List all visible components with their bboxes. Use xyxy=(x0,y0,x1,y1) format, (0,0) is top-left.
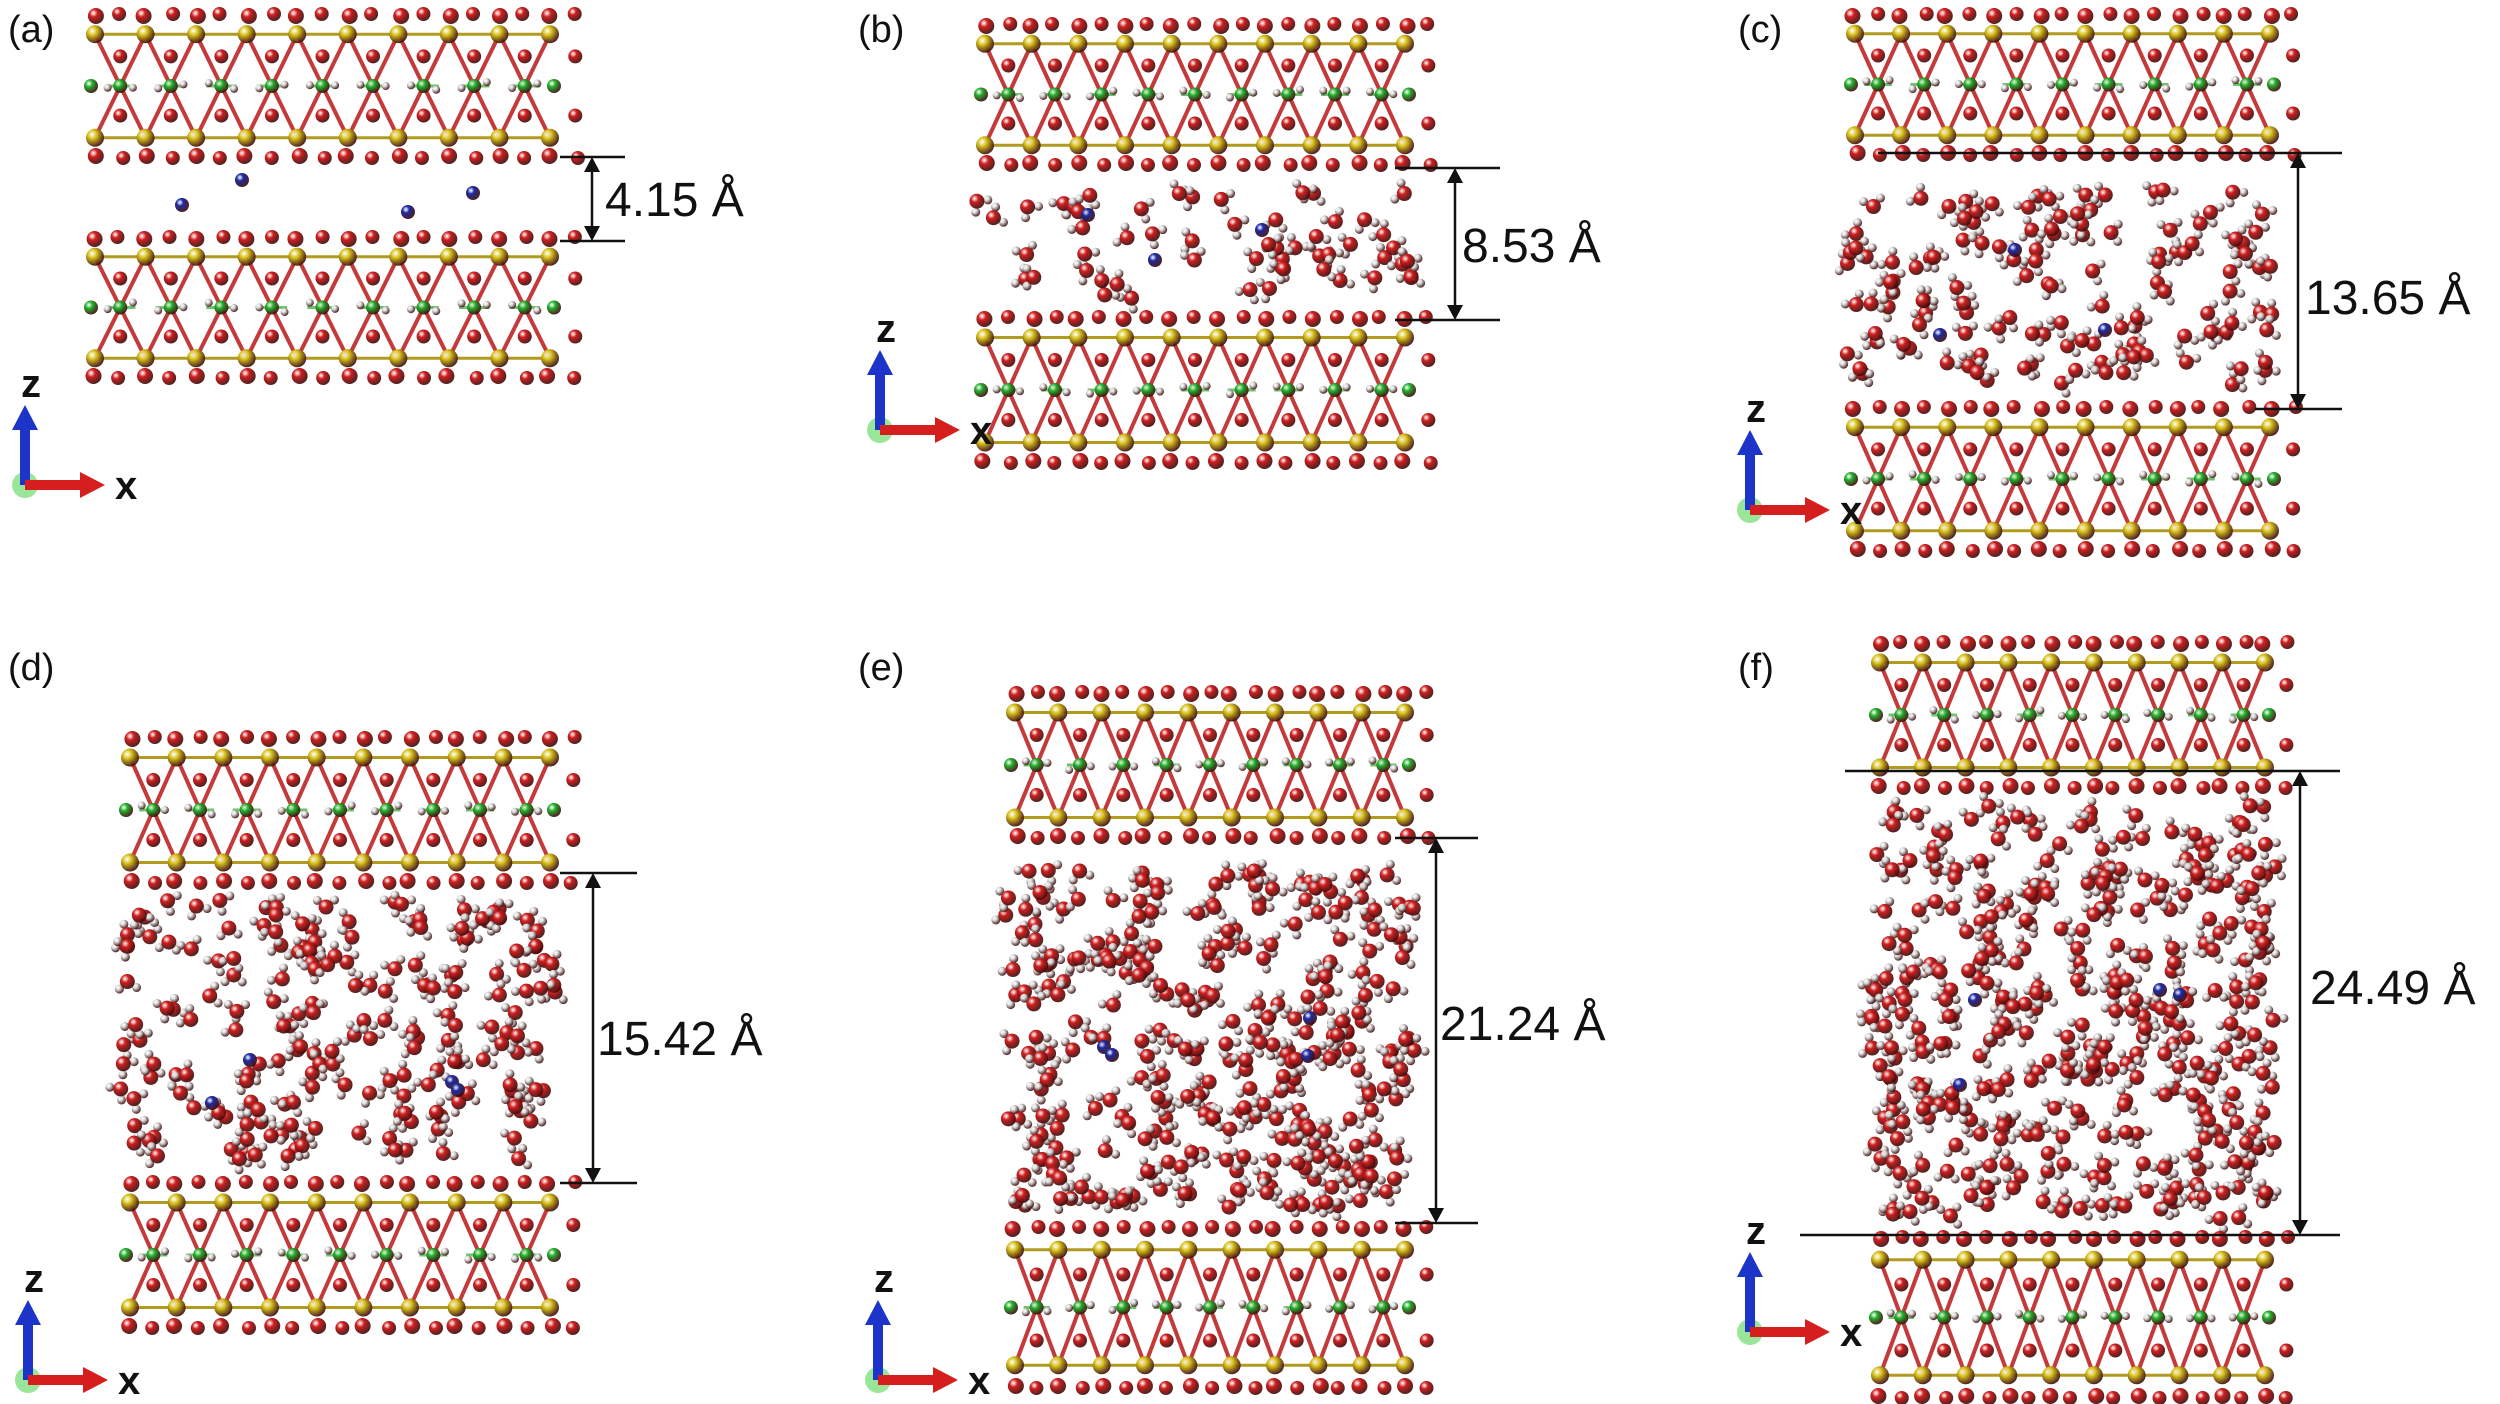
panel-label: (d) xyxy=(8,647,54,689)
axis-triad: zx xyxy=(12,362,137,508)
z-axis-label: z xyxy=(1746,387,1766,431)
water-region xyxy=(105,890,568,1175)
x-axis-label: x xyxy=(968,1359,990,1403)
axis-triad: zx xyxy=(867,307,992,453)
distance-marker: 21.24 Å xyxy=(1395,836,1605,1225)
distance-marker: 8.53 Å xyxy=(1395,166,1601,322)
clay-layer xyxy=(1004,1220,1434,1395)
distance-marker: 13.65 Å xyxy=(1878,151,2470,411)
molecular-structure xyxy=(105,730,583,1335)
interlayer-distance: 8.53 Å xyxy=(1462,220,1601,273)
z-axis-label: z xyxy=(1746,1209,1766,1253)
z-axis-label: z xyxy=(876,307,896,351)
panel-b: (b) 8.53 Å zx xyxy=(858,9,1601,470)
water-region xyxy=(1834,181,2281,398)
x-axis-label: x xyxy=(115,464,137,508)
clay-layer xyxy=(119,1175,583,1335)
panel-d: (d) 15.42 Å zx xyxy=(8,647,762,1403)
cation-ions xyxy=(1953,983,2187,1092)
interlayer-distance: 15.42 Å xyxy=(597,1013,762,1066)
clay-layer xyxy=(84,230,583,385)
water-region xyxy=(1856,792,2289,1234)
clay-layer xyxy=(1004,685,1436,845)
panel-label: (f) xyxy=(1738,647,1774,689)
panel-c: (c) 13.65 Å zx xyxy=(1737,7,2470,558)
cation-ions xyxy=(1933,243,2112,342)
clay-layer xyxy=(1844,400,2303,558)
panel-label: (e) xyxy=(858,647,904,689)
clay-layer xyxy=(1844,7,2302,162)
water-region xyxy=(991,859,1430,1222)
axis-triad: zx xyxy=(15,1257,140,1403)
panel-f: (f) 24.49 Å zx xyxy=(1737,635,2475,1404)
x-axis-label: x xyxy=(1840,489,1862,533)
axis-triad: zx xyxy=(1737,1209,1862,1355)
x-axis-label: x xyxy=(118,1359,140,1403)
clay-layer xyxy=(974,310,1438,470)
panel-e: (e) 21.24 Å zx xyxy=(858,647,1605,1403)
clay-layer xyxy=(119,730,582,890)
z-axis-label: z xyxy=(24,1257,44,1301)
panel-label: (c) xyxy=(1738,9,1782,51)
cation-ions xyxy=(205,1053,465,1110)
x-axis-label: x xyxy=(1840,1311,1862,1355)
interlayer-distance: 4.15 Å xyxy=(605,174,744,227)
interlayer-distance: 13.65 Å xyxy=(2305,272,2470,325)
distance-marker: 24.49 Å xyxy=(1800,769,2475,1237)
water-region xyxy=(969,178,1426,314)
molecular-structure xyxy=(1856,635,2296,1404)
panel-a: (a) 4.15 Å zx xyxy=(8,7,744,508)
distance-marker: 15.42 Å xyxy=(560,871,762,1185)
cation-ions xyxy=(175,173,480,219)
clay-layer xyxy=(974,17,1438,172)
distance-marker: 4.15 Å xyxy=(560,155,744,243)
axis-triad: zx xyxy=(1737,387,1862,533)
molecular-structure xyxy=(84,7,585,385)
x-axis-label: x xyxy=(970,409,992,453)
interlayer-distance: 21.24 Å xyxy=(1440,998,1605,1051)
cation-ions xyxy=(1081,208,1269,267)
molecular-structure xyxy=(991,685,1436,1395)
molecular-structure xyxy=(1834,7,2303,558)
clay-layer xyxy=(84,7,585,165)
panel-label: (a) xyxy=(8,9,54,51)
axis-triad: zx xyxy=(865,1257,990,1403)
clay-layer xyxy=(1869,1230,2296,1404)
z-axis-label: z xyxy=(874,1257,894,1301)
molecular-structure xyxy=(969,17,1438,470)
cation-ions xyxy=(1097,1011,1317,1063)
z-axis-label: z xyxy=(21,362,41,406)
interlayer-distance: 24.49 Å xyxy=(2310,962,2475,1015)
panel-label: (b) xyxy=(858,9,904,51)
